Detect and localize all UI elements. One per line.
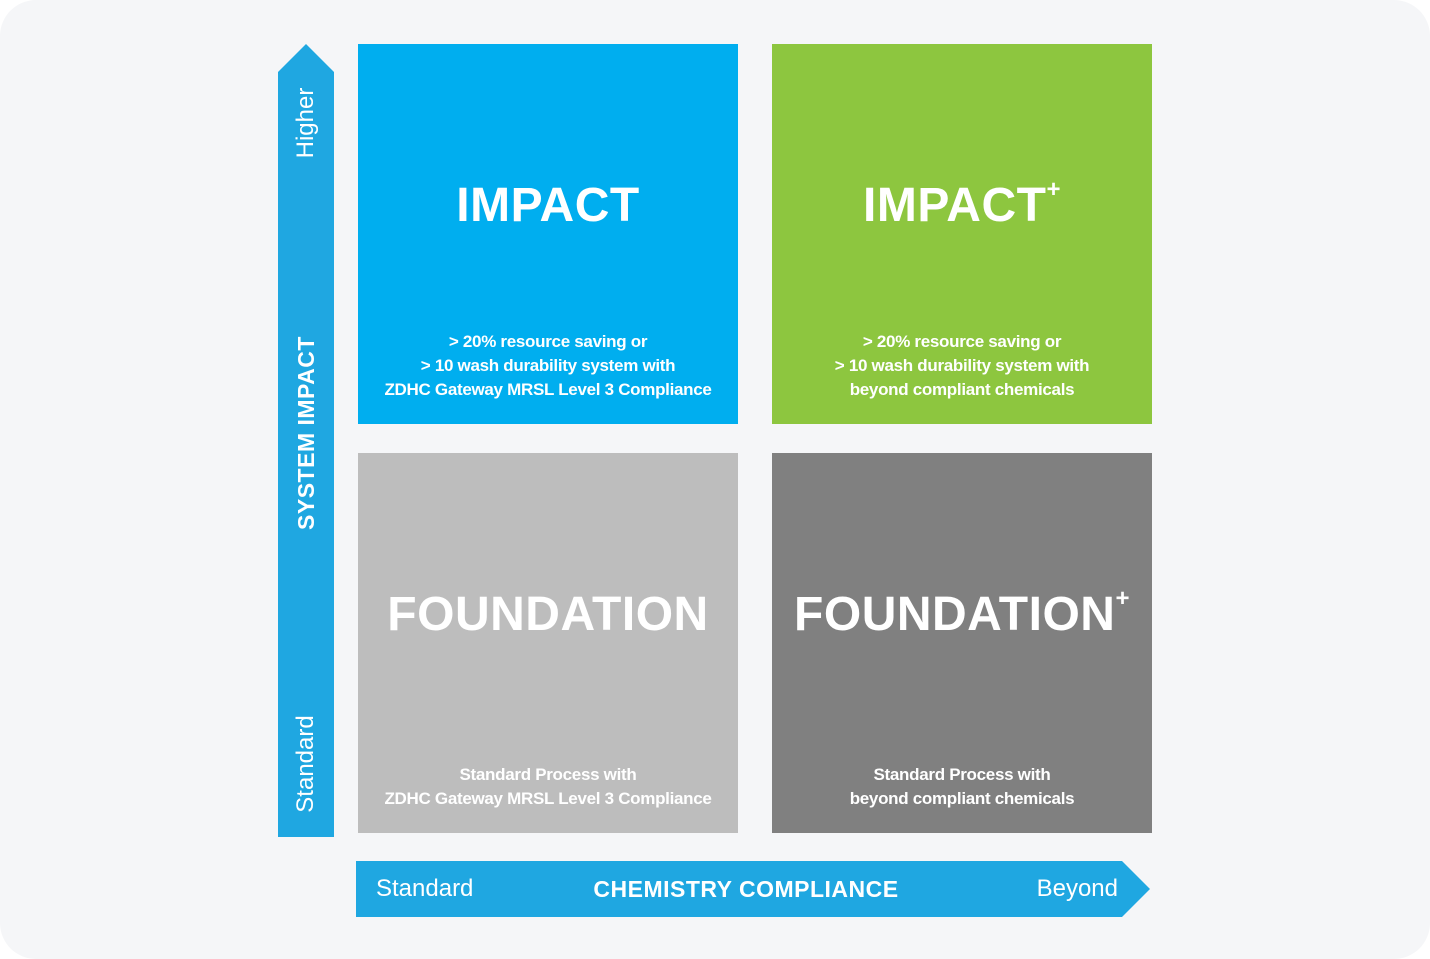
quadrant-impact: IMPACT > 20% resource saving or > 10 was… [358, 44, 738, 424]
quadrant-impact-plus: IMPACT+ > 20% resource saving or > 10 wa… [772, 44, 1152, 424]
plus-superscript: + [1046, 176, 1061, 203]
quadrant-title: IMPACT+ [863, 176, 1061, 233]
description-line: Standard Process with [459, 765, 637, 784]
quadrant-description: Standard Process with ZDHC Gateway MRSL … [358, 763, 738, 811]
description-line: > 20% resource saving or [448, 332, 648, 351]
description-line: > 20% resource saving or [862, 332, 1062, 351]
x-axis-title: CHEMISTRY COMPLIANCE [593, 876, 899, 902]
description-line: ZDHC Gateway MRSL Level 3 Compliance [384, 789, 712, 808]
description-line: Standard Process with [873, 765, 1051, 784]
quadrant-description: Standard Process with beyond compliant c… [772, 763, 1152, 811]
quadrant-description: > 20% resource saving or > 10 wash durab… [358, 330, 738, 402]
x-axis-low-label: Standard [376, 875, 474, 902]
quadrant-foundation-plus: FOUNDATION+ Standard Process with beyond… [772, 453, 1152, 833]
y-axis-arrow [278, 44, 334, 837]
description-line: beyond compliant chemicals [849, 789, 1075, 808]
x-axis-high-label: Beyond [1036, 875, 1118, 902]
description-line: ZDHC Gateway MRSL Level 3 Compliance [384, 380, 712, 399]
description-line: > 10 wash durability system with [834, 356, 1090, 375]
quadrant-title: FOUNDATION+ [794, 585, 1130, 642]
y-axis-low-label: Standard [292, 715, 319, 813]
plus-superscript: + [1115, 585, 1130, 612]
y-axis-high-label: Higher [292, 87, 319, 159]
quadrant-title: IMPACT [456, 179, 640, 232]
description-line: beyond compliant chemicals [849, 380, 1075, 399]
x-axis-arrow [356, 861, 1150, 917]
y-axis-title: SYSTEM IMPACT [293, 336, 319, 530]
quadrant-foundation: FOUNDATION Standard Process with ZDHC Ga… [358, 453, 738, 833]
description-line: > 10 wash durability system with [420, 356, 676, 375]
quadrant-description: > 20% resource saving or > 10 wash durab… [772, 330, 1152, 402]
quadrant-title: FOUNDATION [387, 588, 709, 641]
